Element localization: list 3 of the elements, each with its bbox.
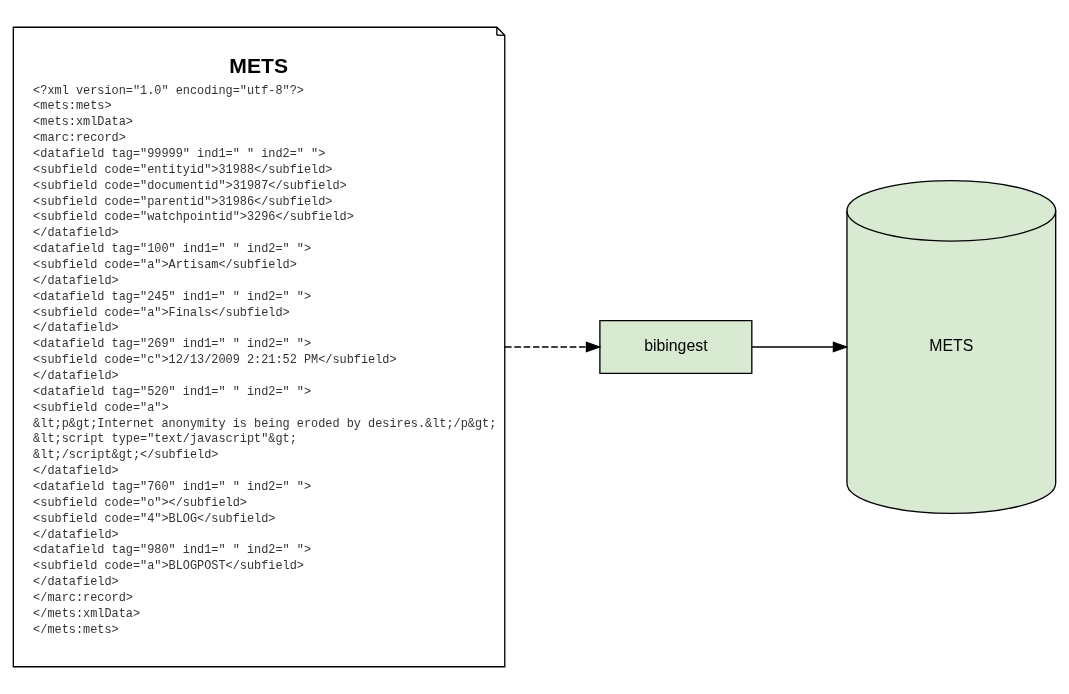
arrow bbox=[504, 341, 602, 353]
node-box: bibingest bbox=[599, 319, 753, 375]
arrow bbox=[751, 341, 849, 353]
